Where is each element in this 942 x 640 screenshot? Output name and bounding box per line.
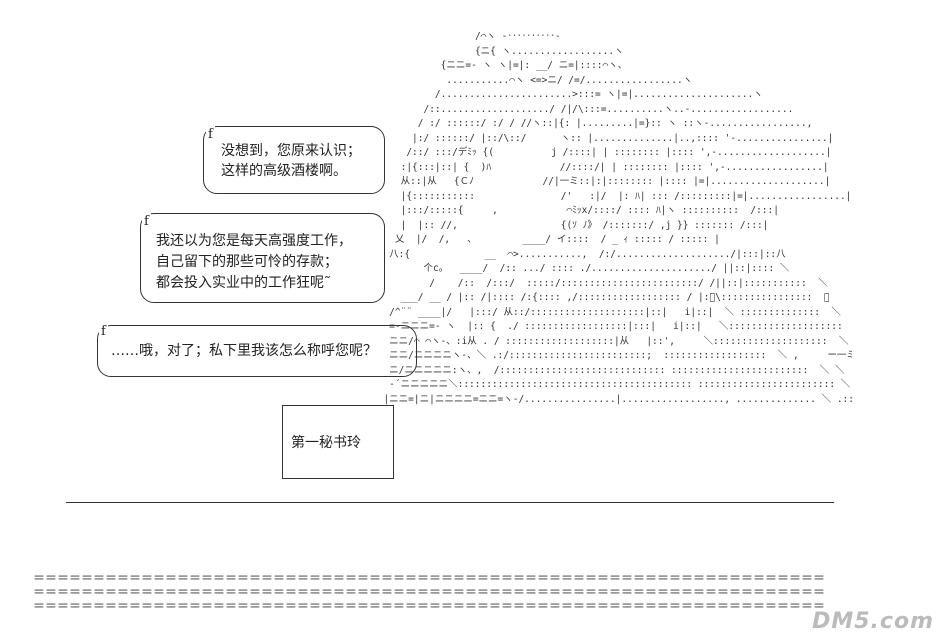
ascii-art-text: /⌒ヽ -‥‥‥‥‥- {ニ{ ヽ..................ヽ {ニニ… (383, 31, 852, 405)
speech-line: 我还以为您是每天高强度工作， (156, 233, 352, 249)
site-watermark: DM5.com (812, 609, 934, 634)
speaker-name-box: 第一秘书玲 (282, 405, 394, 479)
speech-line: 没想到，您原来认识； (221, 143, 361, 159)
speech-bubble-frame (97, 325, 417, 377)
speech-bubble-3: f ……哦，对了；私下里我该怎么称呼您呢？ (97, 322, 417, 377)
speech-bubble-frame (203, 126, 385, 194)
divider-row: ＝＝＝＝＝＝＝＝＝＝＝＝＝＝＝＝＝＝＝＝＝＝＝＝＝＝＝＝＝＝＝＝＝＝＝＝＝＝＝＝… (33, 586, 826, 598)
ground-line (66, 502, 834, 503)
bubble-corner-mark: f (99, 322, 108, 342)
speech-bubble-frame (140, 213, 385, 303)
speech-bubble-1: f 没想到，您原来认识； 这样的高级酒楼啊。 (203, 125, 385, 194)
divider-row: ＝＝＝＝＝＝＝＝＝＝＝＝＝＝＝＝＝＝＝＝＝＝＝＝＝＝＝＝＝＝＝＝＝＝＝＝＝＝＝＝… (33, 572, 826, 584)
speech-line: 这样的高级酒楼啊。 (221, 163, 347, 179)
speech-bubble-2: f 我还以为您是每天高强度工作， 自己留下的那些可怜的存款； 都会投入实业中的工… (140, 212, 385, 303)
ascii-art-character: /⌒ヽ -‥‥‥‥‥- {ニ{ ヽ..................ヽ {ニニ… (372, 30, 852, 505)
divider-row: ＝＝＝＝＝＝＝＝＝＝＝＝＝＝＝＝＝＝＝＝＝＝＝＝＝＝＝＝＝＝＝＝＝＝＝＝＝＝＝＝… (33, 600, 826, 612)
bubble-corner-mark: f (206, 125, 215, 145)
speech-line: ……哦，对了；私下里我该怎么称呼您呢？ (111, 343, 377, 359)
speech-line: 都会投入实业中的工作狂呢˜ (156, 275, 331, 291)
bubble-corner-mark: f (142, 212, 151, 232)
speaker-name: 第一秘书玲 (291, 435, 361, 451)
speech-line: 自己留下的那些可怜的存款； (156, 254, 338, 270)
